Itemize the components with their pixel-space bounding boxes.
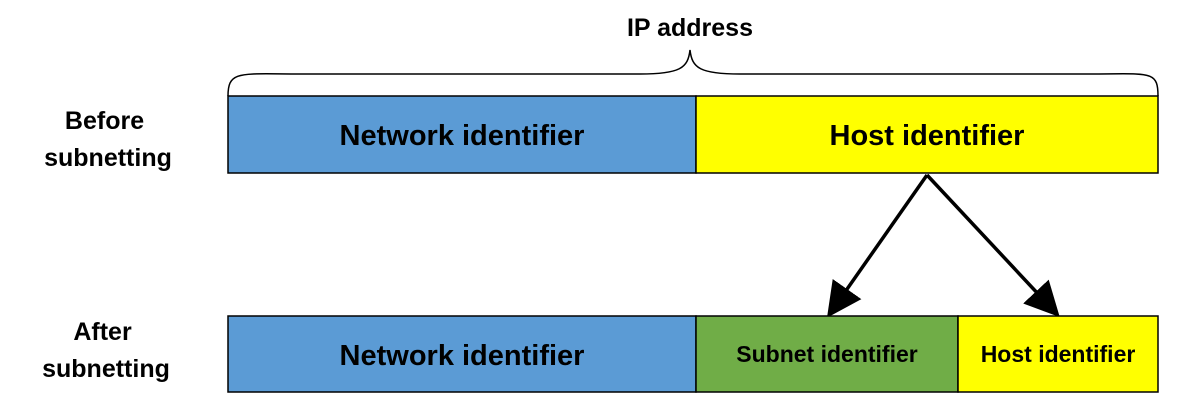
- before-network-identifier-segment: [227, 95, 697, 174]
- diagram-title: IP address: [627, 14, 753, 42]
- ip-address-brace: [227, 49, 1159, 97]
- arrow-to-subnet-identifier: [826, 173, 929, 318]
- after-network-identifier-label: Network identifier: [340, 340, 585, 372]
- before-host-identifier-label: Host identifier: [830, 120, 1025, 152]
- after-host-identifier-label: Host identifier: [981, 341, 1136, 367]
- after-subnet-identifier-label: Subnet identifier: [736, 341, 918, 367]
- after-subnet-identifier-segment: [695, 315, 959, 393]
- row-label-line: subnetting: [44, 144, 172, 172]
- after-subnetting-label: After subnetting: [42, 318, 170, 383]
- row-label-line: Before: [65, 107, 144, 135]
- after-host-identifier-segment: [957, 315, 1159, 393]
- arrow-to-host-identifier: [925, 173, 1060, 318]
- row-label-line: subnetting: [42, 355, 170, 383]
- after-network-identifier-segment: [227, 315, 697, 393]
- row-label-line: After: [73, 318, 132, 346]
- before-host-identifier-segment: [695, 95, 1159, 174]
- before-network-identifier-label: Network identifier: [340, 120, 585, 152]
- before-subnetting-label: Before subnetting: [44, 107, 172, 172]
